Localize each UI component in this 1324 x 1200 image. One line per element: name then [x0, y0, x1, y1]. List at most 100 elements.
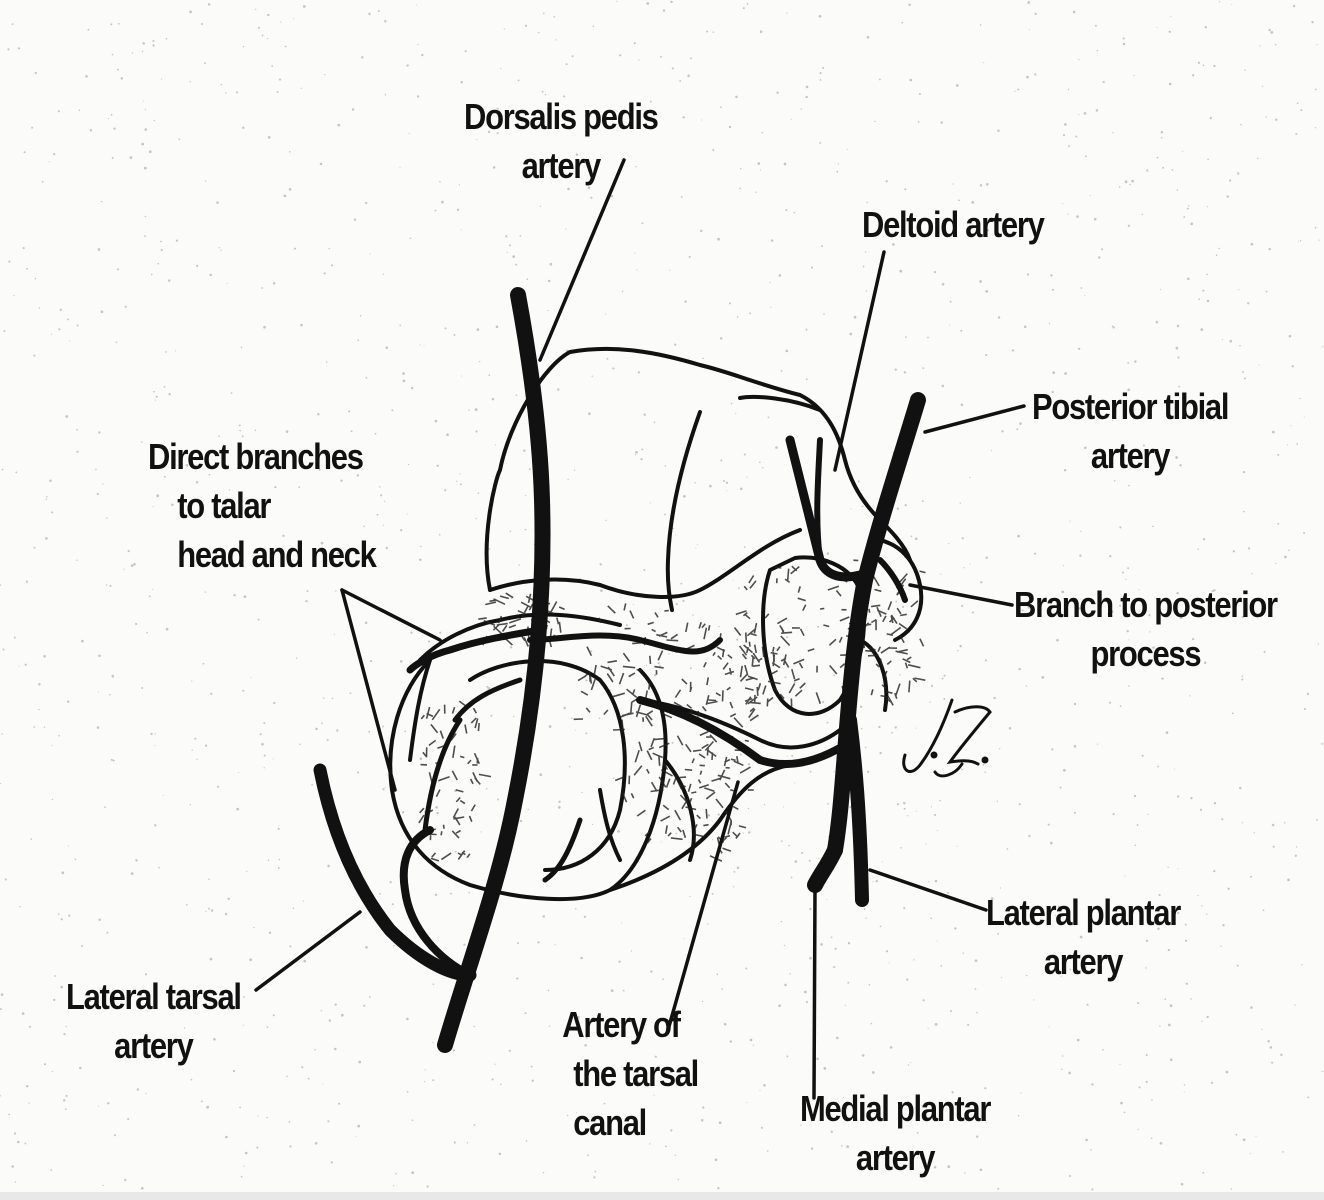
speckle [208, 907, 211, 910]
speckle [1291, 365, 1294, 368]
hatch-stroke [549, 601, 558, 614]
speckle [1034, 73, 1037, 76]
speckle [791, 754, 794, 757]
speckle [664, 465, 667, 467]
speckle [850, 508, 852, 510]
speckle [1191, 637, 1195, 641]
speckle [1178, 385, 1181, 388]
speckle [295, 657, 298, 659]
speckle [1127, 388, 1131, 392]
speckle [1241, 675, 1243, 678]
hatch-stroke [492, 624, 500, 631]
hatch-stroke [635, 704, 642, 718]
speckle [805, 95, 808, 99]
hatch-stroke [493, 598, 506, 606]
speckle [794, 860, 798, 863]
speckle [259, 733, 262, 736]
speckle [1176, 189, 1179, 191]
speckle [931, 684, 934, 687]
speckle [949, 324, 951, 326]
hatch-stroke [752, 664, 761, 667]
hatch-stroke [879, 658, 884, 669]
speckle [1204, 25, 1208, 29]
speckle [1280, 1053, 1283, 1057]
speckle [649, 1143, 651, 1145]
speckle [427, 640, 431, 643]
speckle [922, 999, 925, 1002]
speckle [618, 960, 621, 963]
speckle [130, 564, 134, 567]
direct-branches-vessels [406, 626, 544, 674]
speckle [634, 252, 636, 254]
hatch-stroke [797, 586, 801, 593]
speckle [778, 1004, 781, 1008]
speckle [1149, 631, 1151, 633]
speckle [1225, 1070, 1229, 1074]
hatch-stroke [682, 829, 687, 839]
speckle [1177, 795, 1180, 798]
speckle [28, 1025, 31, 1028]
hatch-stroke [705, 791, 716, 800]
hatch-stroke [598, 617, 602, 624]
hatch-stroke [658, 755, 661, 766]
speckle [573, 469, 576, 471]
speckle [416, 95, 420, 98]
hatch-stroke [870, 689, 874, 696]
speckle [960, 329, 963, 332]
speckle [158, 866, 160, 869]
speckle [700, 229, 703, 233]
speckle [721, 988, 723, 990]
speckle [109, 584, 112, 588]
speckle [441, 200, 444, 204]
speckle [688, 1073, 690, 1075]
speckle [285, 430, 289, 433]
speckle [213, 1037, 216, 1041]
speckle [1287, 878, 1290, 882]
speckle [45, 537, 48, 540]
speckle [65, 1108, 67, 1111]
leader-direct-branches-2 [340, 588, 397, 792]
speckle [97, 248, 101, 251]
hatch-stroke [660, 784, 664, 792]
hatch-stroke [770, 651, 778, 655]
speckle [903, 802, 906, 805]
speckle [1229, 339, 1233, 343]
speckle [206, 1105, 210, 1109]
speckle [492, 166, 496, 169]
speckle [990, 897, 994, 901]
speckle [204, 744, 208, 747]
speckle [53, 152, 56, 156]
speckle [638, 59, 640, 61]
speckle [524, 24, 528, 27]
speckle [539, 205, 542, 207]
speckle [885, 950, 889, 953]
speckle [997, 932, 1000, 935]
speckle [232, 1069, 236, 1073]
hatch-stroke [729, 713, 737, 718]
speckle [630, 950, 633, 952]
speckle [459, 473, 461, 475]
hatch-stroke [712, 651, 716, 657]
speckle [60, 918, 63, 921]
speckle [1272, 845, 1275, 848]
speckle [818, 15, 822, 18]
speckle [293, 18, 295, 20]
speckle [635, 165, 637, 168]
speckle [257, 618, 260, 621]
speckle [33, 354, 36, 357]
speckle [682, 116, 685, 119]
speckle [889, 1046, 893, 1049]
speckle [605, 519, 607, 521]
speckle [809, 956, 812, 960]
speckle [1, 468, 4, 471]
speckle [115, 341, 118, 344]
speckle [468, 409, 470, 411]
speckle [720, 459, 723, 462]
speckle [701, 119, 703, 121]
speckle [1156, 156, 1159, 159]
leader-dorsalis-pedis [538, 158, 626, 362]
speckle [783, 162, 787, 166]
speckle [21, 1012, 25, 1015]
speckle [1075, 135, 1078, 138]
speckle [531, 1079, 534, 1082]
